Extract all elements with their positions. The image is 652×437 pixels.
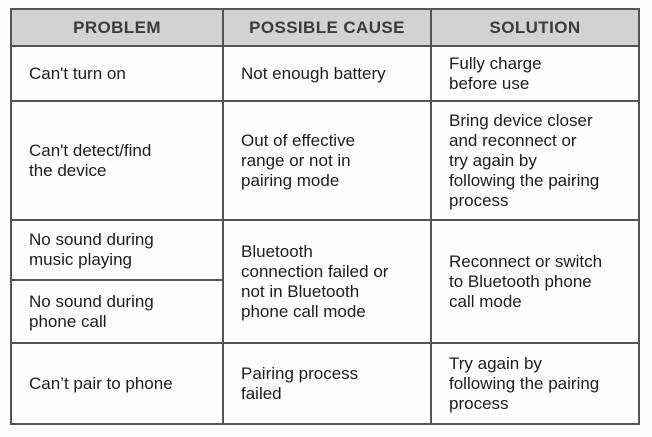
cell-cause: Pairing process failed bbox=[222, 342, 432, 425]
cell-problem: No sound during music playing bbox=[10, 219, 224, 281]
cell-solution: Bring device closer and reconnect or try… bbox=[430, 100, 640, 221]
table-row-no-sound-music: No sound during music playing Bluetooth … bbox=[10, 219, 640, 344]
cell-solution-merged: Reconnect or switch to Bluetooth phone c… bbox=[430, 219, 640, 344]
cell-cause-merged: Bluetooth connection failed or not in Bl… bbox=[222, 219, 432, 344]
cell-solution: Try again by following the pairing proce… bbox=[430, 342, 640, 425]
cell-cause: Out of effective range or not in pairing… bbox=[222, 100, 432, 221]
header-cell-solution: SOLUTION bbox=[430, 8, 640, 47]
table-row-cant-turn-on: Can't turn on Not enough battery Fully c… bbox=[10, 45, 640, 102]
cell-problem: Can't detect/find the device bbox=[10, 100, 224, 221]
cell-problem: Can’t pair to phone bbox=[10, 342, 224, 425]
cell-problem: No sound during phone call bbox=[10, 279, 224, 344]
table-row-cant-detect: Can't detect/find the device Out of effe… bbox=[10, 100, 640, 221]
manual-page: PROBLEM POSSIBLE CAUSE SOLUTION Can't tu… bbox=[10, 8, 640, 425]
table-header-row: PROBLEM POSSIBLE CAUSE SOLUTION bbox=[10, 8, 640, 47]
troubleshooting-table: PROBLEM POSSIBLE CAUSE SOLUTION Can't tu… bbox=[10, 8, 640, 425]
cell-solution: Fully charge before use bbox=[430, 45, 640, 102]
table-row-cant-pair: Can’t pair to phone Pairing process fail… bbox=[10, 342, 640, 425]
table-row-no-sound-call: No sound during phone call bbox=[10, 279, 639, 344]
cell-cause: Not enough battery bbox=[222, 45, 432, 102]
header-cell-problem: PROBLEM bbox=[10, 8, 224, 47]
cell-problem: Can't turn on bbox=[10, 45, 224, 102]
header-cell-possible-cause: POSSIBLE CAUSE bbox=[222, 8, 432, 47]
